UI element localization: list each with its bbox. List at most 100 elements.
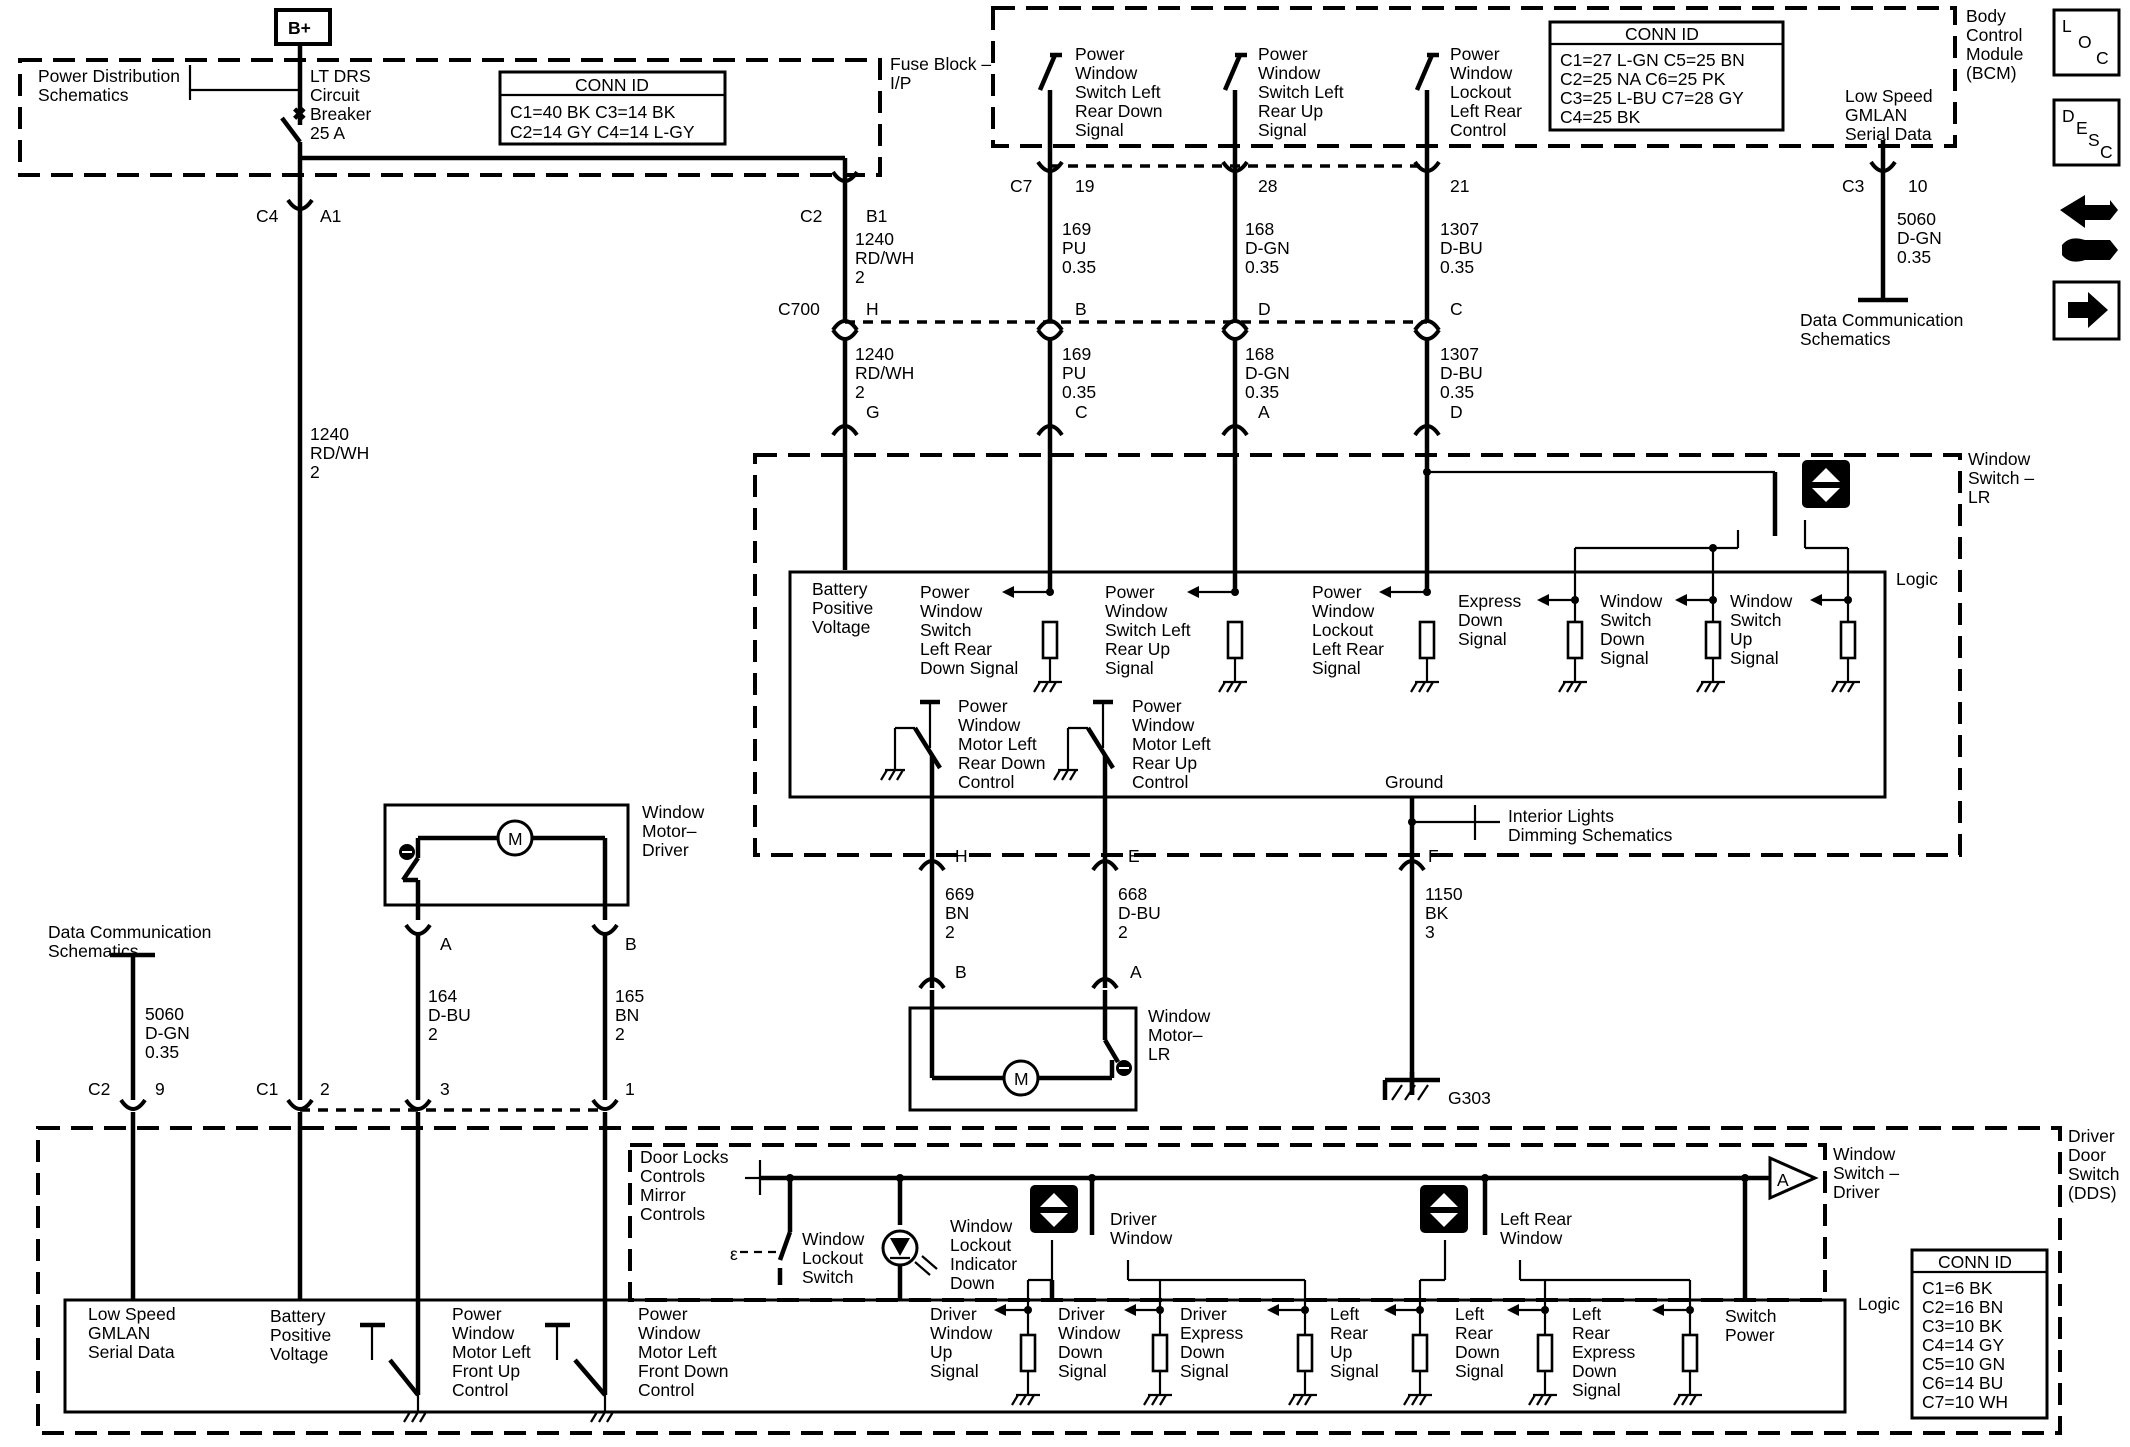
fuse-conn-id-box xyxy=(498,70,727,146)
text-line: Power xyxy=(1450,44,1500,64)
connector-c700-b-bottom xyxy=(1036,328,1064,341)
text-line: 668 xyxy=(1118,884,1147,904)
text-line: Window xyxy=(452,1323,515,1343)
lr-input-up xyxy=(1187,586,1247,693)
text-line: Left Rear xyxy=(1450,101,1522,121)
next-page-button[interactable] xyxy=(2052,280,2121,341)
pin-label: D xyxy=(1450,402,1463,422)
text-line: 0.35 xyxy=(1440,257,1474,277)
text-line: Signal xyxy=(1572,1380,1621,1400)
text-line: Positive xyxy=(812,598,873,618)
text-line: BN xyxy=(615,1005,639,1025)
text-line: Signal xyxy=(1458,629,1507,649)
text-line: Window xyxy=(1132,715,1195,735)
text-line: Signal xyxy=(1455,1361,1504,1381)
text-line: 169 xyxy=(1062,344,1091,364)
dds-conn-row: C1=6 BK xyxy=(1922,1278,1993,1298)
connector-view-button[interactable] xyxy=(2060,195,2118,262)
lr-input-ws-down xyxy=(1675,594,1725,693)
text-line: GMLAN xyxy=(1845,105,1907,125)
description-button[interactable]: D E S C xyxy=(2052,98,2121,167)
location-button[interactable]: L O C xyxy=(2052,8,2121,77)
text-line: Down xyxy=(1180,1342,1225,1362)
bcm-conn-row: C2=25 NA C6=25 PK xyxy=(1560,69,1726,89)
dds-logic-box xyxy=(63,1298,1847,1414)
text-line: Window xyxy=(958,715,1021,735)
text-line: Driver xyxy=(930,1304,977,1324)
text-line: PU xyxy=(1062,238,1086,258)
text-line: Window xyxy=(1968,449,2031,469)
connector-driver-a xyxy=(404,923,432,936)
bcm-conn-row: C3=25 L-BU C7=28 GY xyxy=(1560,88,1744,108)
fuse-conn-row: C2=14 GY C4=14 L-GY xyxy=(510,122,695,142)
text-line: Driver xyxy=(2068,1126,2115,1146)
text-line: Dimming Schematics xyxy=(1508,825,1673,845)
text-line: Lockout xyxy=(1312,620,1373,640)
text-line: 0.35 xyxy=(145,1042,179,1062)
text-line: Switch – xyxy=(1968,468,2034,488)
dds-conn-row: C5=10 GN xyxy=(1922,1354,2005,1374)
text-line: 3 xyxy=(1425,922,1435,942)
text-line: 169 xyxy=(1062,219,1091,239)
dds-input-lr-express xyxy=(1652,1304,1702,1406)
text-line: Signal xyxy=(1312,658,1361,678)
text-line: Window xyxy=(1450,63,1513,83)
text-line: Serial Data xyxy=(88,1342,175,1362)
lockout-arrow: ε xyxy=(730,1244,738,1264)
text-line: Controls xyxy=(640,1166,705,1186)
text-line: Breaker xyxy=(310,104,371,124)
motor-driver-box xyxy=(383,803,630,907)
dds-input-express xyxy=(1267,1304,1317,1406)
pin-label: H xyxy=(955,846,968,866)
text-line: D-GN xyxy=(1245,238,1290,258)
text-line: Switch xyxy=(1730,610,1782,630)
text-line: Schematics xyxy=(48,941,139,961)
lr-input-lockout xyxy=(1379,586,1439,693)
pin-label: 19 xyxy=(1075,176,1094,196)
text-line: Express xyxy=(1458,591,1521,611)
text-line: 168 xyxy=(1245,344,1274,364)
text-line: 0.35 xyxy=(1062,382,1096,402)
lr-logic-label: Logic xyxy=(1896,569,1938,589)
text-line: Power xyxy=(452,1304,502,1324)
connector-dds-c1-2 xyxy=(286,1098,314,1111)
text-line: Up xyxy=(1330,1342,1352,1362)
text-line: D-BU xyxy=(1440,238,1483,258)
motor-driver-m-label: M xyxy=(508,829,523,849)
text-line: 0.35 xyxy=(1245,382,1279,402)
ground-label: G303 xyxy=(1448,1088,1491,1108)
location-letter: L xyxy=(2062,16,2072,36)
text-line: Down xyxy=(1458,610,1503,630)
text-line: LT DRS xyxy=(310,66,371,86)
text-line: Battery xyxy=(270,1306,326,1326)
text-line: Indicator xyxy=(950,1254,1017,1274)
connector-view-icon xyxy=(2060,195,2118,262)
text-line: Left Rear xyxy=(920,639,992,659)
lr-logic-box xyxy=(788,570,1887,799)
offpage-a-label: A xyxy=(1777,1170,1789,1190)
text-line: 1240 xyxy=(855,229,894,249)
dds-front-up-contact xyxy=(360,1322,428,1423)
text-line: Left Rear xyxy=(1500,1209,1572,1229)
text-line: 2 xyxy=(310,462,320,482)
breaker-x-icon: ✖ xyxy=(292,104,307,124)
text-line: Control xyxy=(452,1380,508,1400)
text-line: D-BU xyxy=(1440,363,1483,383)
